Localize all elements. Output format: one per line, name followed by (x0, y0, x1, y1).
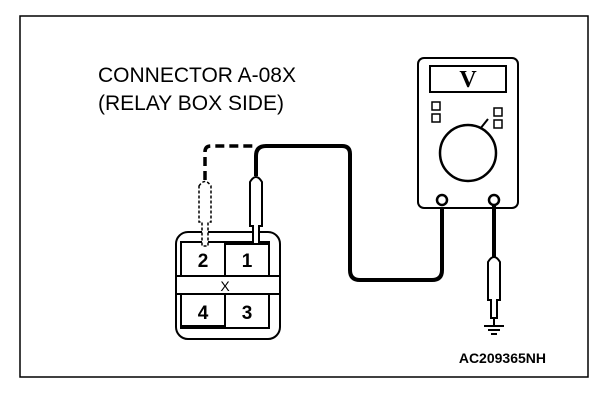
ground-probe-body (487, 256, 501, 319)
ground-symbol-icon (484, 318, 504, 335)
dashed-lead-wire (203, 144, 256, 180)
meter-display (429, 65, 507, 93)
pin-label-2: 2 (198, 251, 209, 272)
probe-body (249, 176, 263, 245)
meter-display-symbol: V (459, 67, 477, 93)
dashed-probe-body (198, 180, 212, 247)
voltmeter: V (417, 57, 519, 209)
dial-pointer (479, 118, 489, 130)
connector-title-line1: CONNECTOR A-08X (98, 64, 296, 87)
probe-lead-wire (254, 144, 444, 282)
dashed-probe-pin2 (198, 144, 256, 247)
range-indicator-4 (493, 119, 503, 129)
connector-title-line2: (RELAY BOX SIDE) (98, 92, 284, 115)
range-indicator-1 (431, 101, 441, 111)
pin-cavity-1 (224, 241, 270, 277)
range-indicator-3 (493, 107, 503, 117)
probe-pin1 (249, 144, 444, 282)
ground-probe (484, 205, 504, 335)
pin-label-4: 4 (198, 303, 209, 324)
range-indicator-2 (431, 113, 441, 123)
meter-terminal-left (435, 193, 449, 207)
meter-terminal-right (487, 193, 501, 207)
connector-a08x: 2 1 4 3 X (175, 231, 281, 340)
connector-center-mark: X (220, 278, 230, 294)
selector-dial (438, 123, 498, 183)
figure-code: AC209365NH (459, 350, 546, 366)
pin-label-1: 1 (242, 251, 253, 272)
pin-cavity-3 (224, 293, 270, 329)
pin-label-3: 3 (242, 303, 253, 324)
